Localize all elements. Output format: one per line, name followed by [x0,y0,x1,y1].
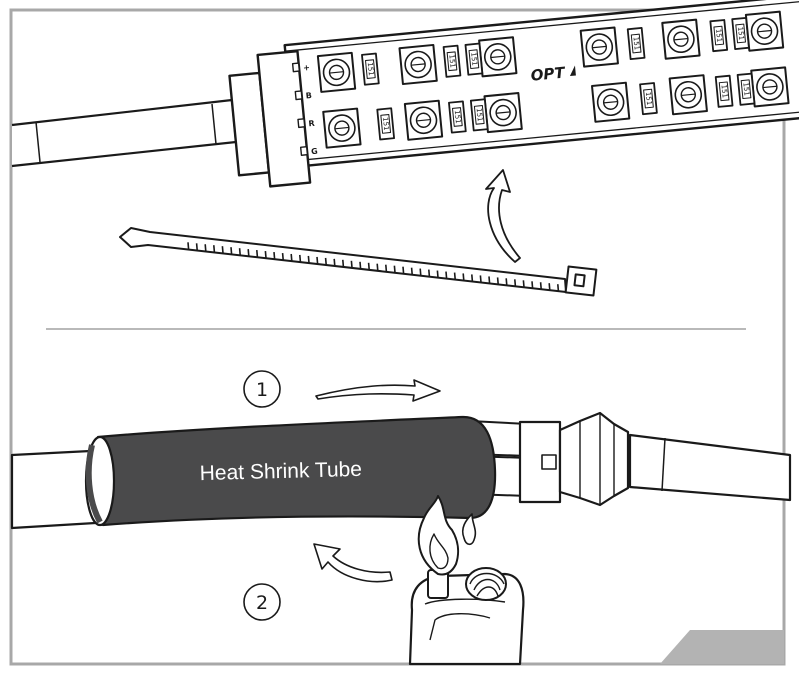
resistor: 151 [442,44,462,78]
pin-pad: G [299,146,318,157]
pin-label: B [305,91,312,101]
spark-wheel [465,567,507,601]
lighter [408,567,525,666]
zip-tie [119,227,598,297]
led-chip [403,99,444,141]
brand-logo-mark [569,65,576,77]
pin-label: + [303,63,311,73]
resistor-code: 151 [736,26,745,40]
resistor-code: 151 [714,29,723,43]
resistor: 151 [469,98,489,132]
pin-pad: R [297,118,315,129]
led-chip [668,74,708,116]
resistor: 151 [709,19,729,53]
step-2-number: 2 [256,592,268,614]
step-1-circle [243,370,281,408]
led-chip [744,10,785,52]
resistor: 151 [736,72,756,106]
resistor-code: 151 [632,36,641,50]
corner-tab [660,630,784,664]
flame-icon [417,495,477,576]
led-chip [579,26,619,68]
step-1-marker: 1 [243,370,281,408]
resistor: 151 [376,107,395,141]
strip-pin-pads: + B R G [291,62,318,157]
curved-arrow-back-icon [313,543,393,583]
connector-latch [541,454,557,470]
resistor-code: 151 [741,82,750,96]
pin-label: R [308,119,315,129]
step-2-circle [243,583,281,621]
arrow-right-icon [315,379,441,402]
right-cable [628,433,792,502]
led-chip [478,36,518,78]
resistor: 151 [731,16,750,50]
resistor-code: 151 [366,62,375,76]
heat-shrink-tube: Heat Shrink Tube [84,415,497,527]
tube-label: Heat Shrink Tube [199,458,362,485]
resistor: 151 [448,100,467,134]
led-chip [322,107,362,149]
resistor: 151 [464,42,484,76]
led-chip [750,66,790,108]
step-2-marker: 2 [243,583,281,621]
led-chip [316,51,357,93]
resistor: 151 [361,52,380,86]
resistor-code: 151 [475,108,484,122]
step-1-number: 1 [256,379,268,401]
wire-connector-assembly [10,411,792,530]
curved-arrow-up-icon [485,169,521,263]
resistor-code: 151 [447,54,456,68]
brand-logo-text: OPT [530,63,567,84]
pin-pad: B [294,90,312,101]
resistor-code: 151 [469,52,478,66]
pin-label: G [311,147,318,157]
resistor-code: 151 [719,84,728,98]
resistor: 151 [626,27,646,61]
led-strip-assembly: 151 151 151 151 151 151 151 151 151 151 151 151 OPT… [11,0,799,188]
led-chip [483,92,523,134]
led-chip [661,18,701,60]
resistor-code: 151 [381,117,390,131]
led-chip [398,43,438,86]
resistor: 151 [714,74,734,108]
resistor-code: 151 [453,110,462,124]
strip-end-cap: + B R G [228,49,318,188]
connector-right-half [558,411,630,507]
pin-pad: + [291,62,311,73]
led-strip: 151 151 151 151 151 151 151 151 151 151 151 151 OPT [283,0,799,168]
led-chip [590,81,631,123]
resistor-code: 151 [644,92,653,106]
zip-tie-head-slot [573,273,586,288]
led-chip-grid: 151 151 151 151 151 151 151 151 151 151 151 151 [316,10,790,149]
resistor: 151 [639,82,658,116]
zip-tie-teeth [187,242,560,292]
